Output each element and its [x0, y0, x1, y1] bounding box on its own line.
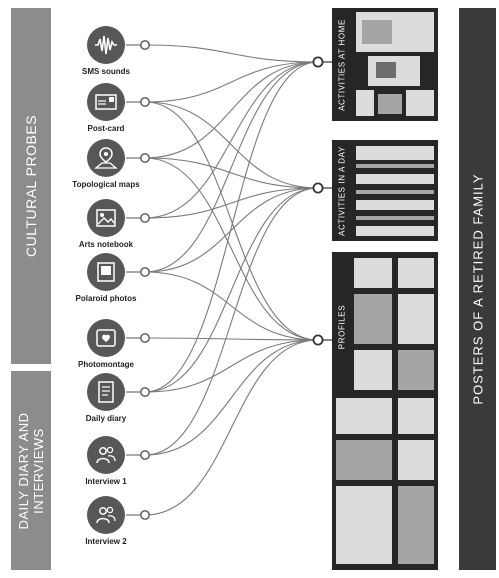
source-item: Polaroid photos: [56, 253, 156, 303]
connection-line: [144, 61, 319, 159]
source-item: Daily diary: [56, 373, 156, 423]
poster-label: PROFILES: [337, 304, 347, 350]
source-label: Post-card: [87, 124, 125, 133]
poster-figure: [356, 90, 374, 116]
connection-line: [144, 339, 319, 393]
poster-figure: [376, 62, 396, 78]
poster-figure: [398, 486, 434, 564]
photomontage-icon: [87, 319, 125, 357]
source-label: Daily diary: [85, 414, 127, 423]
people-icon: [87, 496, 125, 534]
source-label: Photomontage: [78, 360, 134, 369]
connection-line: [144, 271, 319, 341]
cultural-probes-band: CULTURAL PROBES: [11, 8, 51, 364]
source-item: Interview 1: [56, 436, 156, 486]
poster-figure: [354, 258, 392, 288]
source-item: Interview 2: [56, 496, 156, 546]
poster-figure: [336, 486, 392, 564]
poster-figure: [356, 200, 434, 210]
source-label: Interview 1: [85, 477, 127, 486]
poster-port: [312, 334, 324, 346]
poster-profiles: PROFILES: [332, 252, 438, 570]
source-item: Photomontage: [56, 319, 156, 369]
poster-label: ACTIVITIES AT HOME: [337, 18, 347, 111]
poster-figure: [356, 226, 434, 236]
poster-figure: [398, 398, 434, 434]
picture-icon: [87, 199, 125, 237]
poster-figure: [354, 350, 392, 390]
polaroid-icon: [87, 253, 125, 291]
connection-line: [144, 187, 319, 456]
source-label: SMS sounds: [81, 67, 130, 76]
connection-line: [144, 337, 319, 341]
sound-wave-icon: [87, 26, 125, 64]
postcard-icon: [87, 83, 125, 121]
poster-label: ACTIVITIES IN A DAY: [337, 145, 347, 236]
poster-activities-at-home: ACTIVITIES AT HOME: [332, 8, 438, 121]
poster-figure: [398, 440, 434, 480]
poster-figure: [356, 190, 434, 194]
poster-port: [312, 182, 324, 194]
poster-figure: [398, 258, 434, 288]
poster-figure: [398, 294, 434, 344]
connection-line: [144, 187, 319, 219]
poster-figure: [356, 146, 434, 160]
connection-line: [144, 101, 319, 341]
connection-line: [144, 61, 319, 273]
poster-figure: [356, 174, 434, 184]
poster-figure: [356, 164, 434, 168]
source-label: Arts notebook: [78, 240, 134, 249]
connection-line: [144, 61, 319, 219]
people-icon: [87, 436, 125, 474]
notebook-icon: [87, 373, 125, 411]
poster-figure: [356, 216, 434, 220]
connection-line: [144, 157, 319, 189]
posters-band: POSTERS OF A RETIRED FAMILY: [459, 8, 496, 570]
poster-figure: [378, 94, 402, 114]
poster-figure: [398, 350, 434, 390]
connection-line: [144, 157, 319, 341]
connection-line: [144, 61, 319, 393]
connection-line: [144, 187, 319, 273]
map-pin-icon: [87, 139, 125, 177]
poster-figure: [336, 398, 392, 434]
connection-line: [144, 339, 319, 456]
poster-figure: [354, 294, 392, 344]
poster-figure: [406, 90, 434, 116]
connection-line: [144, 44, 319, 63]
poster-activities-in-a-day: ACTIVITIES IN A DAY: [332, 140, 438, 241]
connection-line: [144, 339, 319, 516]
connection-line: [144, 187, 319, 393]
source-label: Polaroid photos: [75, 294, 137, 303]
source-item: Arts notebook: [56, 199, 156, 249]
poster-figure: [336, 440, 392, 480]
source-label: Topological maps: [72, 180, 140, 189]
source-item: Topological maps: [56, 139, 156, 189]
connection-line: [144, 101, 319, 189]
daily-diary-band: DAILY DIARY AND INTERVIEWS: [11, 371, 51, 570]
source-item: SMS sounds: [56, 26, 156, 76]
connection-line: [144, 61, 319, 103]
source-label: Interview 2: [85, 537, 127, 546]
poster-figure: [362, 20, 392, 44]
poster-port: [312, 56, 324, 68]
source-item: Post-card: [56, 83, 156, 133]
